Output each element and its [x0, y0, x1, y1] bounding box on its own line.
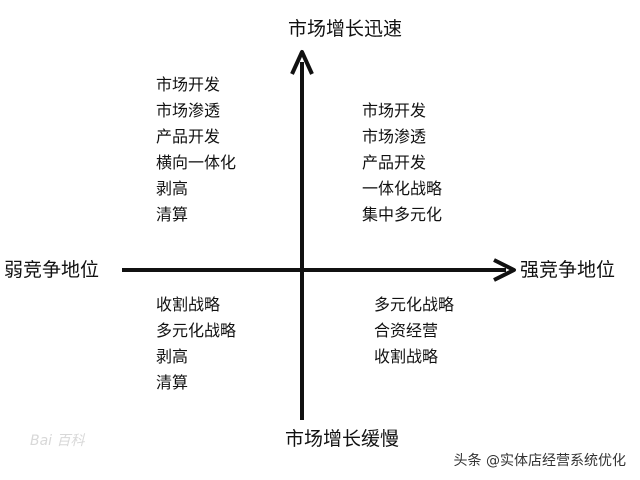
- strategy-item: 一体化战略: [362, 179, 443, 198]
- strategy-item: 多元化战略: [374, 295, 455, 314]
- strategy-item: 市场渗透: [156, 101, 221, 120]
- strategy-item: 市场渗透: [362, 127, 427, 146]
- strategy-item: 收割战略: [374, 347, 439, 366]
- axis-label-left: 弱竞争地位: [4, 259, 100, 281]
- strategy-item: 市场开发: [156, 75, 221, 94]
- strategy-item: 市场开发: [362, 101, 427, 120]
- strategy-item: 产品开发: [156, 127, 221, 146]
- strategy-item: 收割战略: [156, 295, 221, 314]
- quadrant-bottom-right: 多元化战略 合资经营 收割战略: [374, 292, 454, 370]
- right-arrowhead: [493, 258, 516, 282]
- strategy-item: 多元化战略: [156, 321, 237, 340]
- strategy-item: 集中多元化: [362, 205, 443, 224]
- quadrant-top-right: 市场开发 市场渗透 产品开发 一体化战略 集中多元化: [362, 98, 442, 228]
- up-arrowhead: [290, 50, 314, 75]
- axis-label-top: 市场增长迅速: [288, 18, 403, 40]
- axis-label-right: 强竞争地位: [520, 259, 616, 281]
- source-credit: 头条 @实体店经营系统优化: [453, 453, 626, 469]
- strategy-item: 剥高: [156, 179, 189, 198]
- baike-watermark: Bai 百科: [30, 433, 85, 449]
- quadrant-bottom-left: 收割战略 多元化战略 剥高 清算: [156, 292, 236, 396]
- strategy-item: 清算: [156, 373, 189, 392]
- strategy-item: 横向一体化: [156, 153, 237, 172]
- strategy-item: 清算: [156, 205, 189, 224]
- strategy-item: 合资经营: [374, 321, 439, 340]
- quadrant-top-left: 市场开发 市场渗透 产品开发 横向一体化 剥高 清算: [156, 72, 236, 228]
- axis-label-bottom: 市场增长缓慢: [285, 428, 400, 450]
- strategy-item: 产品开发: [362, 153, 427, 172]
- strategy-item: 剥高: [156, 347, 189, 366]
